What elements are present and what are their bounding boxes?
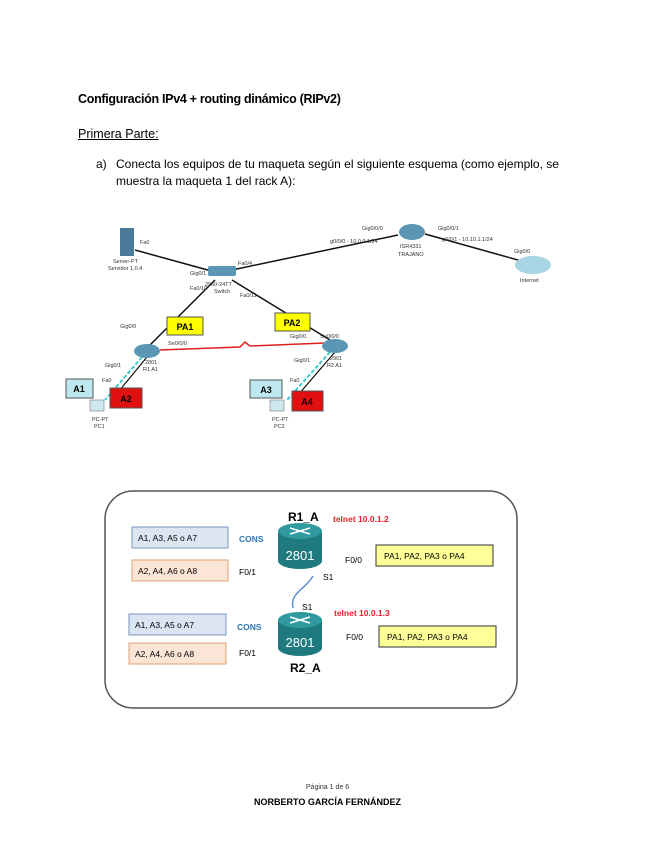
r1-telnet-label: telnet 10.0.1.2 [333, 514, 389, 524]
cloud-label: Internet [520, 278, 539, 284]
pc-icon [269, 399, 285, 412]
r1-f01-label: F0/1 [239, 567, 256, 577]
r1-left-bottom-label: A2, A4, A6 o A8 [138, 566, 197, 576]
r2-f00-label: F0/0 [346, 632, 363, 642]
serial-link [159, 340, 326, 351]
a3-box [249, 379, 283, 399]
console-link-r2 [286, 351, 331, 401]
r2-f01-label: F0/1 [239, 648, 256, 658]
a4-box [291, 390, 324, 412]
cloud-icon [515, 256, 551, 274]
link-switch-r1 [149, 279, 216, 346]
r2-s1-label: S1 [302, 602, 313, 612]
r2-telnet-label: telnet 10.0.1.3 [334, 608, 390, 618]
pc2-type-label: PC-PT [272, 417, 289, 423]
r2-left-bottom-box [128, 642, 227, 665]
r1-cons-label: CONS [239, 534, 264, 544]
r1-right-box [375, 544, 494, 567]
r2-port-label: Gig0/1 [294, 358, 310, 364]
pa1-label: PA1 [177, 322, 194, 332]
pc1-name-label: PC1 [94, 424, 105, 430]
scheme-frame [104, 490, 518, 709]
switch-port-label: Fa0/4 [238, 261, 252, 267]
isr-link-label: g0/0/0 - 10.0.0.1/24 [330, 239, 378, 245]
pa1-box [166, 316, 204, 336]
ethernet-link-r2 [291, 351, 336, 403]
a2-box [109, 387, 143, 409]
r2-port-label: Se0/0/0 [320, 334, 339, 340]
r2-name-label: R2 A1 [327, 363, 342, 369]
link-isr-cloud [424, 233, 526, 263]
r2-model-label: 2901 [330, 356, 342, 362]
author-name: NORBERTO GARCÍA FERNÁNDEZ [253, 797, 401, 807]
server-port-label: Fa0 [140, 240, 149, 246]
r1-port-label: Se0/0/0 [168, 341, 187, 347]
r2-port-label: Gig0/0 [290, 334, 306, 340]
server-label: Server-PT [113, 259, 139, 265]
list-item-text: Conecta los equipos de tu maqueta según … [116, 157, 559, 188]
section-heading: Primera Parte: [78, 127, 159, 141]
r1-right-label: PA1, PA2, PA3 o PA4 [384, 551, 465, 561]
a2-label: A2 [120, 394, 132, 404]
a4-label: A4 [301, 397, 313, 407]
router-icon [322, 339, 348, 353]
switch-model-label: 2960-24TT [205, 282, 233, 288]
switch-icon [208, 266, 236, 276]
cloud-port-label: Gig0/0 [514, 249, 530, 255]
r2-title: R2_A [290, 661, 321, 675]
a1-box [65, 378, 94, 399]
pc-icon [89, 399, 105, 412]
isr-link-label: g0/0/1 - 10.10.1.1/24 [442, 237, 493, 243]
r1-model-label: 2801 [145, 360, 157, 366]
isr-model-label: ISR4331 [400, 244, 421, 250]
r1-left-top-box [131, 526, 229, 549]
pa2-box [274, 312, 311, 332]
isr-port-label: Gig0/0/0 [362, 226, 383, 232]
page-number: Página 1 de 6 [305, 784, 350, 791]
serial-link-arrow [291, 575, 314, 609]
r2-left-top-label: A1, A3, A5 o A7 [135, 620, 194, 630]
r2-right-label: PA1, PA2, PA3 o PA4 [387, 632, 468, 642]
switch-port-label: Fa0/11 [240, 293, 257, 299]
switch-name-label: Switch [214, 289, 230, 295]
r2-right-box [378, 625, 497, 648]
r1-title: R1_A [288, 510, 319, 524]
ethernet-link-r1 [109, 356, 148, 403]
switch-port-label: Fa0/10 [190, 286, 207, 292]
server-icon [120, 228, 134, 256]
console-link-r1 [104, 356, 143, 401]
a1-label: A1 [73, 384, 85, 394]
r1-port-label: Gig0/0 [120, 324, 136, 330]
router-icon [399, 224, 425, 240]
list-marker: a) [96, 157, 107, 171]
a3-label: A3 [260, 385, 272, 395]
r2-left-top-box [128, 613, 227, 636]
document-title: Configuración IPv4 + routing dinámico (R… [78, 92, 341, 106]
link-switch-isr [231, 234, 399, 271]
r1-model-label: 2801 [286, 548, 315, 563]
pc1-type-label: PC-PT [92, 417, 109, 423]
r2-port-label: Fa0 [290, 378, 299, 384]
pa2-label: PA2 [284, 318, 301, 328]
link-switch-r2 [231, 279, 331, 341]
r1-router-icon: 2801 [278, 523, 322, 569]
r1-left-bottom-box [131, 559, 229, 582]
link-server-switch [134, 249, 216, 273]
r1-s1-label: S1 [323, 572, 334, 582]
r2-model-label: 2801 [286, 635, 315, 650]
r1-left-top-label: A1, A3, A5 o A7 [138, 533, 197, 543]
isr-name-label: TRAJANO [398, 252, 424, 258]
r1-name-label: R1 A1 [143, 367, 158, 373]
router-icon [134, 344, 160, 358]
r2-left-bottom-label: A2, A4, A6 o A8 [135, 649, 194, 659]
r2-router-icon: 2801 [278, 612, 322, 656]
pc2-name-label: PC2 [274, 424, 285, 430]
r1-port-label: Gig0/1 [105, 363, 121, 369]
isr-port-label: Gig0/0/1 [438, 226, 459, 232]
r1-port-label: Fa0 [102, 378, 111, 384]
switch-port-label: Gig0/1 [190, 271, 206, 277]
r2-cons-label: CONS [237, 622, 262, 632]
server-ip-label: Servidor 1.0.4 [108, 266, 142, 272]
r1-f00-label: F0/0 [345, 555, 362, 565]
